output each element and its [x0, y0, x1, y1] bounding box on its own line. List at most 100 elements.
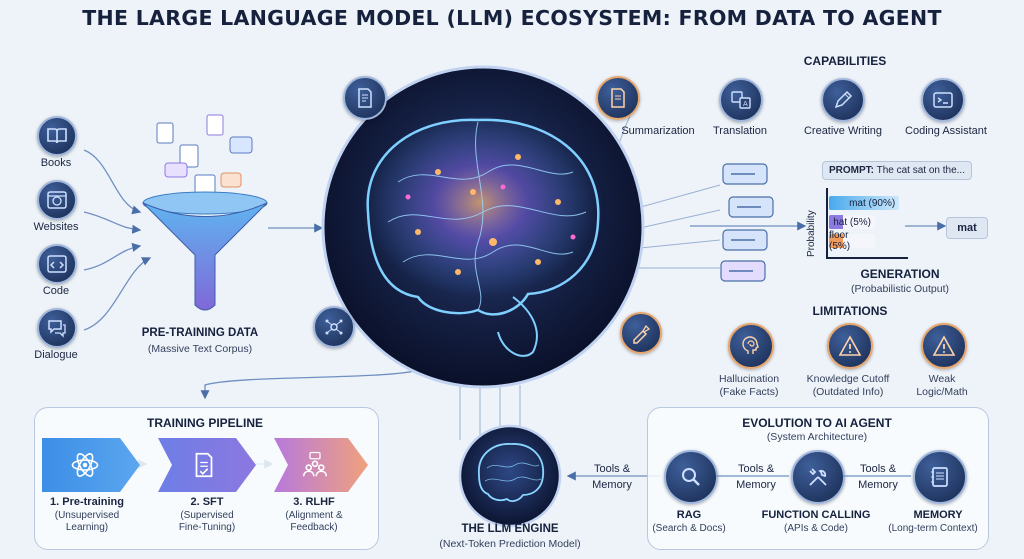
document-edit-icon: [596, 76, 640, 120]
engine-subtitle: (Next-Token Prediction Model): [439, 538, 581, 550]
generation-title: GENERATION: [860, 267, 940, 281]
training-step-label: 2. SFT: [190, 496, 224, 508]
source-websites: [37, 180, 77, 220]
token-bar-label: mat (90%): [849, 197, 896, 209]
agent-item-memory-sub: (Long-term Context): [888, 523, 978, 534]
search-icon: [664, 450, 718, 504]
checklist-icon: [189, 450, 219, 480]
chart-y-axis: [826, 188, 828, 258]
limitation-label: Hallucination: [718, 373, 780, 385]
limitations-title: LIMITATIONS: [812, 304, 888, 318]
chart-x-axis: [826, 257, 908, 259]
source-code-label: Code: [42, 285, 70, 297]
prompt-label: PROMPT:: [829, 165, 874, 176]
training-step-sub1: (Unsupervised: [54, 510, 120, 521]
output-bubbles: [720, 163, 774, 282]
network-icon: [313, 306, 355, 348]
capabilities-title: CAPABILITIES: [803, 54, 887, 68]
llm-engine-graphic: [458, 424, 562, 528]
memory-label: Memory: [592, 479, 632, 491]
limitation-sub: (Fake Facts): [719, 386, 779, 398]
memory-label: Memory: [858, 479, 898, 491]
atom-icon: [70, 450, 100, 480]
tools-label: Tools &: [593, 463, 631, 475]
training-step-sub1: (Supervised: [180, 510, 234, 521]
token-bar-label: hat (5%): [833, 216, 871, 228]
training-step-sub2: Feedback): [290, 522, 338, 533]
pretraining-title: PRE-TRAINING DATA: [141, 327, 259, 339]
pencil-icon: [821, 78, 865, 122]
head-spiral-icon: [728, 323, 774, 369]
training-step-label: 3. RLHF: [293, 496, 335, 508]
agent-item-rag-sub: (Search & Docs): [652, 523, 726, 534]
training-step-label: 1. Pre-training: [50, 496, 124, 508]
token-probability-bars: mat (90%) hat (5%) floor (5%): [829, 196, 909, 253]
training-title: TRAINING PIPELINE: [146, 416, 263, 430]
tools-icon: [791, 450, 845, 504]
terminal-icon: [921, 78, 965, 122]
memory-label: Memory: [736, 479, 776, 491]
generation-subtitle: (Probabilistic Output): [850, 283, 950, 295]
warning-icon: [921, 323, 967, 369]
training-step-sub1: (Alignment &: [285, 510, 343, 521]
token-bar: floor (5%): [829, 230, 875, 252]
tools-memory-label: Tools & Memory: [729, 461, 783, 493]
capability-label-creative-writing: Creative Writing: [803, 125, 883, 137]
limitation-knowledge-cutoff: Knowledge Cutoff(Outdated Info): [793, 373, 903, 399]
source-dialogue: [37, 308, 77, 348]
agent-item-memory: MEMORY: [913, 509, 963, 521]
engine-tools-memory-label: Tools & Memory: [582, 461, 642, 493]
training-step-sub: (Alignment &Feedback): [266, 510, 362, 534]
tools-memory-label: Tools & Memory: [851, 461, 905, 493]
generation-result: mat: [946, 217, 988, 239]
training-step-sub2: Learning): [65, 522, 109, 533]
agent-item-function-calling: FUNCTION CALLING: [761, 509, 871, 521]
llm-brain-graphic: [321, 65, 645, 389]
notebook-icon: [913, 450, 967, 504]
token-bar: mat (90%): [829, 196, 900, 210]
translate-icon: A: [719, 78, 763, 122]
page-title: THE LARGE LANGUAGE MODEL (LLM) ECOSYSTEM…: [82, 6, 942, 30]
code-icon: [37, 244, 77, 284]
prompt-box: PROMPT: The cat sat on the...: [822, 161, 972, 180]
globe-icon: [37, 180, 77, 220]
agent-item-function-calling-sub: (APIs & Code): [784, 523, 848, 534]
prompt-text: The cat sat on the...: [876, 165, 965, 176]
limitation-sub: (Outdated Info): [812, 386, 884, 398]
people-feedback-icon: [299, 450, 331, 480]
agent-subtitle: (System Architecture): [766, 431, 868, 443]
engine-title: THE LLM ENGINE: [461, 523, 559, 535]
source-dialogue-label: Dialogue: [34, 349, 78, 361]
warning-icon: [827, 323, 873, 369]
capability-label-coding-assistant: Coding Assistant: [905, 125, 987, 137]
chat-icon: [37, 308, 77, 348]
book-icon: [37, 116, 77, 156]
source-books-label: Books: [40, 157, 72, 169]
svg-text:A: A: [743, 100, 748, 108]
source-books: [37, 116, 77, 156]
capability-label-summarization: Summarization: [621, 125, 695, 137]
training-step-sub2: Fine-Tuning): [178, 522, 236, 533]
limitation-hallucination: Hallucination(Fake Facts): [699, 373, 799, 399]
tools-label: Tools &: [859, 463, 897, 475]
limitation-label: Knowledge Cutoff: [806, 373, 890, 385]
pretraining-subtitle: (Massive Text Corpus): [147, 343, 253, 355]
capability-label-translation: Translation: [712, 125, 767, 137]
document-icons-cloud: [156, 114, 253, 194]
limitation-sub: Logic/Math: [916, 386, 968, 398]
limitation-label: Weak: [928, 373, 956, 385]
agent-item-rag: RAG: [676, 509, 702, 521]
source-code: [37, 244, 77, 284]
source-websites-label: Websites: [33, 221, 79, 233]
token-bar-label: floor (5%): [829, 230, 851, 252]
agent-title: EVOLUTION TO AI AGENT: [742, 416, 892, 430]
brush-icon: [620, 312, 662, 354]
funnel-graphic: [142, 114, 268, 311]
token-bar: hat (5%): [829, 215, 875, 229]
tools-label: Tools &: [737, 463, 775, 475]
document-edit-icon: [343, 76, 387, 120]
